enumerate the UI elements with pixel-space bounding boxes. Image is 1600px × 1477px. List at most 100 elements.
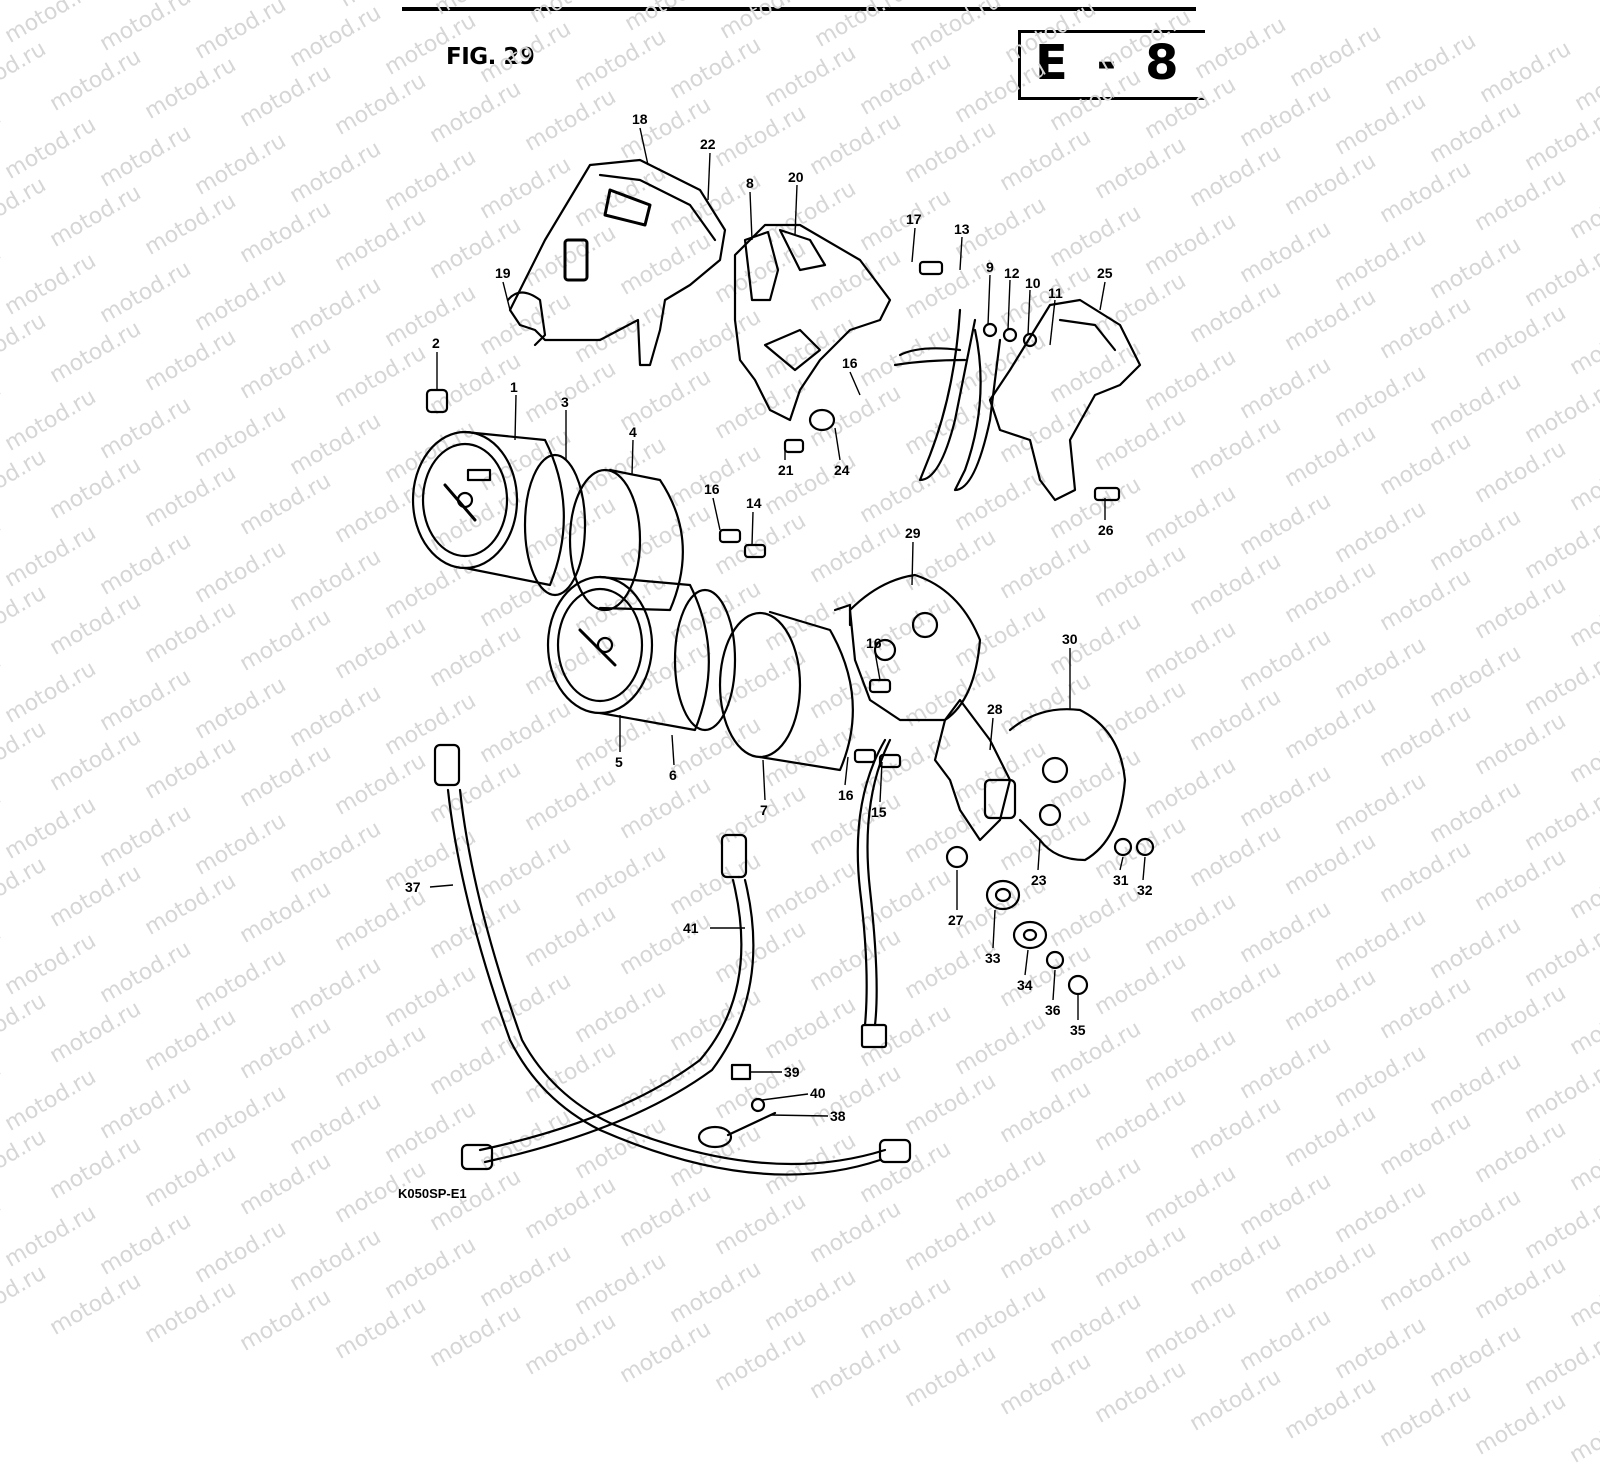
callout-8: 8: [746, 175, 754, 191]
callout-12: 12: [1004, 265, 1020, 281]
speedometer: [546, 575, 710, 732]
top-rule: [402, 7, 1196, 11]
watermark-text: motod.ru: [235, 1284, 336, 1357]
fasteners: [425, 260, 1155, 1149]
watermark-text: motod.ru: [475, 1240, 576, 1313]
watermark-text: motod.ru: [900, 1204, 1001, 1277]
watermark-text: motod.ru: [520, 1308, 621, 1381]
watermark-text: motod.ru: [995, 1212, 1096, 1285]
callout-16-middle: 16: [704, 481, 720, 497]
callout-15: 15: [871, 804, 887, 820]
callout-27: 27: [948, 912, 964, 928]
tachometer-cup: [568, 468, 684, 612]
tachometer-cable: [433, 743, 887, 1176]
watermark-text: motod.ru: [285, 1224, 386, 1297]
indicator-wire-harness: [893, 308, 1002, 492]
callout-40: 40: [810, 1085, 826, 1101]
watermark-text: motod.ru: [950, 1280, 1051, 1353]
watermark-text: motod.ru: [1140, 1296, 1241, 1369]
watermark-text: motod.ru: [425, 1300, 526, 1373]
callout-23: 23: [1031, 872, 1047, 888]
callout-24: 24: [834, 462, 850, 478]
watermark-text: motod.ru: [1375, 1380, 1476, 1453]
watermark-text: motod.ru: [665, 1256, 766, 1329]
watermark-text: motod.ru: [855, 1272, 956, 1345]
callout-14: 14: [746, 495, 762, 511]
callout-25: 25: [1097, 265, 1113, 281]
speedometer-ring: [673, 588, 737, 732]
callout-35: 35: [1070, 1022, 1086, 1038]
callout-11: 11: [1048, 285, 1063, 301]
callout-22: 22: [700, 136, 716, 152]
watermark-text: motod.ru: [995, 1348, 1096, 1421]
watermark-text: motod.ru: [1185, 1364, 1286, 1437]
lower-bracket: [933, 698, 1017, 842]
right-bracket: [988, 298, 1142, 502]
callout-30: 30: [1062, 631, 1078, 647]
callout-16-bottom: 16: [838, 787, 854, 803]
watermark-text: motod.ru: [1520, 1328, 1600, 1401]
callout-19: 19: [495, 265, 511, 281]
watermark-text: motod.ru: [1090, 1220, 1191, 1293]
callout-34: 34: [1017, 977, 1033, 993]
callout-13: 13: [954, 221, 970, 237]
callout-1: 1: [510, 379, 518, 395]
watermark-text: motod.ru: [1375, 1244, 1476, 1317]
watermark-text: motod.ru: [1280, 1372, 1381, 1445]
section-box: E - 8: [1018, 30, 1205, 100]
callout-3: 3: [561, 394, 569, 410]
watermark-text: motod.ru: [805, 1196, 906, 1269]
callout-17: 17: [906, 211, 922, 227]
callout-10: 10: [1025, 275, 1041, 291]
watermark-text: motod.ru: [190, 1216, 291, 1289]
watermark-text: motod.ru: [1185, 1228, 1286, 1301]
exploded-parts-diagram: 18 22 8 20 17 13 9 12 10 11 25 19 2 1 3 …: [405, 111, 1155, 1176]
callout-2: 2: [432, 335, 440, 351]
callout-labels: 18 22 8 20 17 13 9 12 10 11 25 19 2 1 3 …: [405, 111, 1153, 1124]
callout-6: 6: [669, 767, 677, 783]
callout-26: 26: [1098, 522, 1114, 538]
section-label: E - 8: [1035, 35, 1185, 91]
watermark-text: motod.ru: [1330, 1312, 1431, 1385]
callout-9: 9: [986, 259, 994, 275]
callout-18: 18: [632, 111, 648, 127]
watermark-text: motod.ru: [900, 1340, 1001, 1413]
callout-41: 41: [683, 920, 699, 936]
watermark-text: motod.ru: [1235, 1304, 1336, 1377]
callout-32: 32: [1137, 882, 1153, 898]
callout-7: 7: [760, 802, 768, 818]
watermark-text: motod.ru: [805, 1332, 906, 1405]
watermark-text: motod.ru: [1280, 1236, 1381, 1309]
watermark-text: motod.ru: [0, 1192, 6, 1265]
callout-29: 29: [905, 525, 921, 541]
tachometer-ring: [523, 453, 587, 597]
figure-title: FIG. 29: [446, 44, 535, 70]
lower-meter-case: [833, 573, 982, 722]
watermark-text: motod.ru: [0, 1260, 51, 1333]
callout-16-upper: 16: [842, 355, 858, 371]
watermark-text: motod.ru: [570, 1248, 671, 1321]
watermark-text: motod.ru: [1470, 1252, 1571, 1325]
lower-wire-lead: [856, 738, 892, 1027]
watermark-text: motod.ru: [615, 1316, 716, 1389]
watermark-text: motod.ru: [330, 1292, 431, 1365]
speedometer-cable: [460, 833, 912, 1171]
callout-28: 28: [987, 701, 1003, 717]
callout-38: 38: [830, 1108, 846, 1124]
watermark-text: motod.ru: [0, 1200, 101, 1273]
callout-21: 21: [778, 462, 794, 478]
callout-31: 31: [1113, 872, 1129, 888]
watermark-text: motod.ru: [45, 1268, 146, 1341]
watermark-text: motod.ru: [1565, 1260, 1600, 1333]
callout-5: 5: [615, 754, 623, 770]
callout-37: 37: [405, 879, 421, 895]
watermark-text: motod.ru: [760, 1264, 861, 1337]
drawing-code: K050SP-E1: [398, 1186, 467, 1201]
watermark-text: motod.ru: [1470, 1388, 1571, 1461]
callout-16-lower-case: 16: [866, 635, 882, 651]
indicator-case: [1008, 708, 1127, 862]
watermark-text: motod.ru: [1520, 1192, 1600, 1265]
callout-33: 33: [985, 950, 1001, 966]
watermark-text: motod.ru: [1045, 1288, 1146, 1361]
upper-meter-cover: [506, 158, 727, 367]
